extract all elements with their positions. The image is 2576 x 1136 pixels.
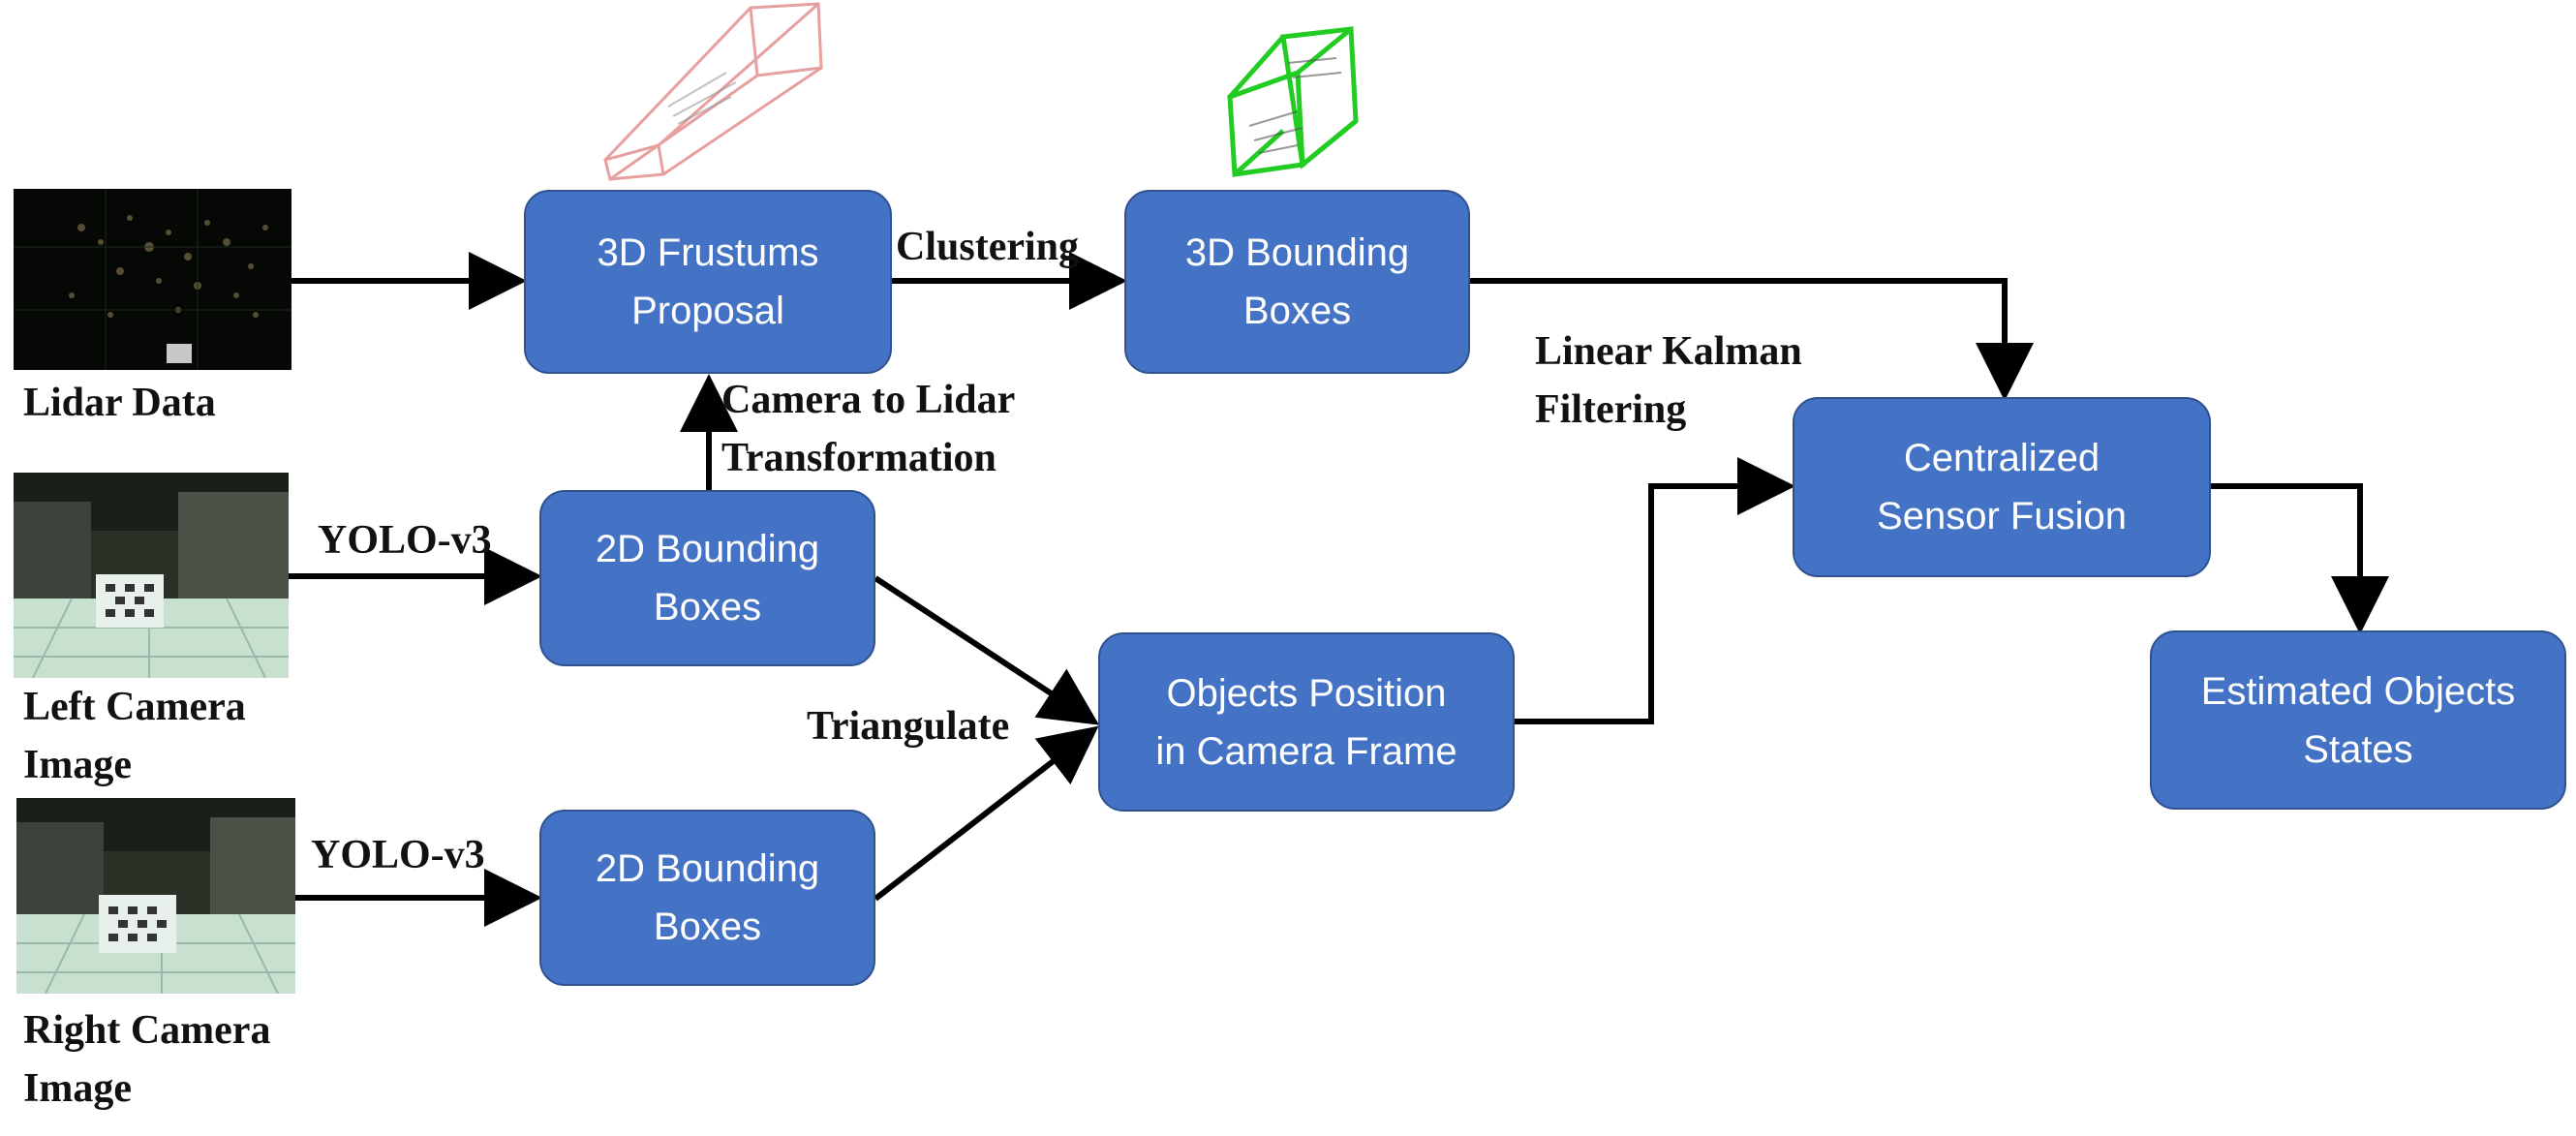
bbox2d-left-line1: 2D Bounding (595, 528, 820, 570)
clustering-text: Clustering (896, 225, 1079, 269)
yolo-right-text: YOLO-v3 (311, 833, 485, 877)
right-camera-label: Right Camera Image (23, 1001, 270, 1118)
arrow-bbox2d-left-to-position (874, 575, 1100, 725)
estimated-line1: Estimated Objects (2200, 669, 2516, 713)
kalman-line2: Filtering (1535, 387, 1687, 432)
right-camera-image (16, 798, 295, 994)
estimated-states-box: Estimated Objects States (2150, 630, 2566, 810)
kalman-line1: Linear Kalman (1535, 329, 1802, 374)
objects-position-line1: Objects Position (1166, 671, 1447, 715)
right-camera-label-line2: Image (23, 1066, 132, 1111)
arrow-bbox3d-to-fusion (1470, 278, 2034, 401)
lidar-data-label: Lidar Data (23, 374, 216, 432)
cam-to-lidar-line1: Camera to Lidar (721, 378, 1016, 422)
fusion-line2: Sensor Fusion (1877, 495, 2127, 537)
lidar-point-cloud-image (14, 189, 291, 370)
yolo-left-label: YOLO-v3 (318, 511, 492, 569)
frustums-line2: Proposal (631, 290, 784, 332)
kalman-filtering-label: Linear Kalman Filtering (1535, 322, 1802, 439)
bbox3d-line2: Boxes (1242, 290, 1352, 332)
left-camera-label-line2: Image (23, 743, 132, 787)
bbox2d-right-line2: Boxes (653, 906, 762, 948)
frustums-line1: 3D Frustums (597, 231, 819, 274)
bounding-box-sketch-icon (1227, 26, 1359, 177)
yolo-left-text: YOLO-v3 (318, 518, 492, 563)
left-camera-image (14, 473, 289, 678)
sensor-fusion-box: Centralized Sensor Fusion (1793, 397, 2211, 577)
left-camera-label: Left Camera Image (23, 678, 246, 794)
objects-position-line2: in Camera Frame (1155, 729, 1457, 773)
bbox2d-right-box: 2D Bounding Boxes (539, 810, 875, 986)
arrow-position-to-fusion (1515, 457, 1795, 724)
bbox2d-right-line1: 2D Bounding (595, 847, 820, 890)
estimated-line2: States (2303, 727, 2413, 771)
left-camera-label-line1: Left Camera (23, 685, 246, 729)
camera-to-lidar-label: Camera to Lidar Transformation (721, 371, 1015, 487)
frustums-proposal-box: 3D Frustums Proposal (524, 190, 892, 374)
triangulate-text: Triangulate (807, 704, 1010, 749)
right-camera-label-line1: Right Camera (23, 1008, 271, 1053)
lidar-label-line1: Lidar Data (23, 381, 216, 425)
arrow-bbox2d-right-to-position (874, 725, 1099, 902)
triangulate-label: Triangulate (807, 697, 1009, 755)
yolo-right-label: YOLO-v3 (311, 826, 485, 884)
bbox3d-box: 3D Bounding Boxes (1124, 190, 1470, 374)
bbox3d-line1: 3D Bounding (1184, 231, 1410, 274)
fusion-line1: Centralized (1903, 437, 2101, 479)
bbox2d-left-line2: Boxes (653, 586, 762, 629)
arrow-fusion-to-estimated (2211, 483, 2389, 634)
cam-to-lidar-line2: Transformation (721, 436, 997, 480)
objects-position-box: Objects Position in Camera Frame (1098, 632, 1515, 812)
bbox2d-left-box: 2D Bounding Boxes (539, 490, 875, 666)
clustering-label: Clustering (896, 218, 1079, 276)
frustum-sketch-icon (603, 2, 823, 181)
